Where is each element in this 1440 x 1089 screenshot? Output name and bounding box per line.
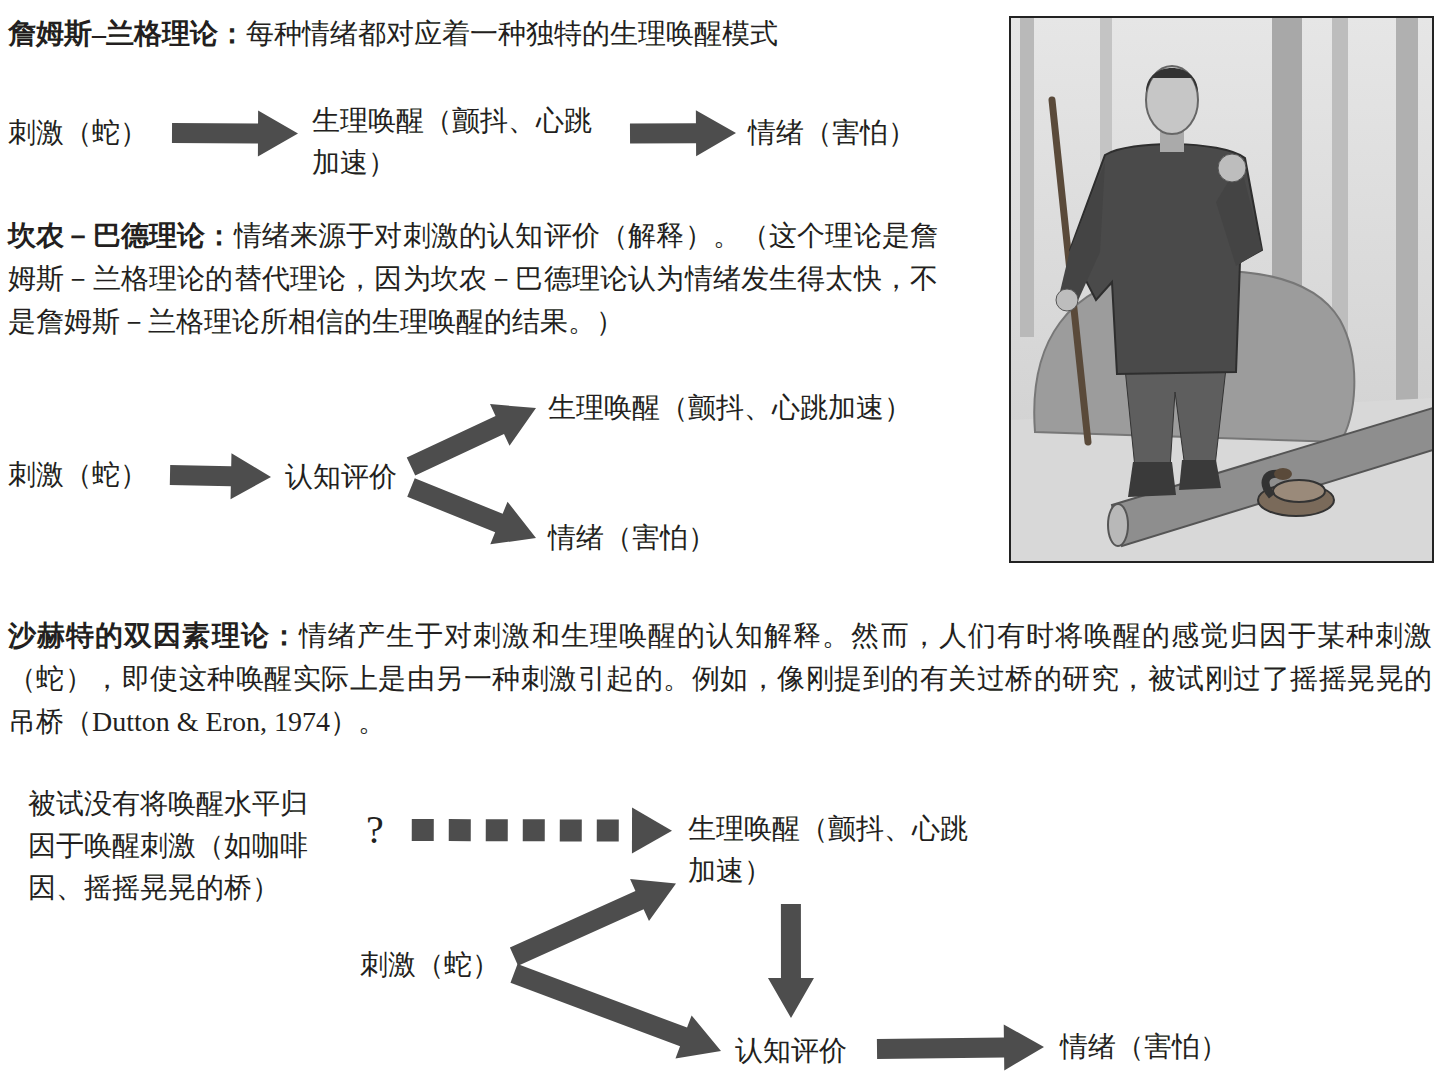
block-arrow bbox=[768, 904, 814, 1018]
block-arrow bbox=[172, 110, 298, 156]
arrow-head bbox=[632, 808, 672, 854]
node-text: 刺激（蛇） bbox=[360, 944, 500, 986]
block-arrow bbox=[407, 404, 536, 475]
hiker-hand bbox=[1056, 289, 1078, 311]
block-arrow bbox=[510, 964, 721, 1058]
stimulus-text: 刺激（蛇） bbox=[8, 454, 148, 496]
node-text: 认知评价 bbox=[735, 1030, 847, 1072]
node-text: 认知评价 bbox=[285, 456, 397, 498]
arrow-body bbox=[877, 1024, 1044, 1070]
theory-paragraph: 沙赫特的双因素理论：情绪产生于对刺激和生理唤醒的认知解释。然而，人们有时将唤醒的… bbox=[8, 614, 1432, 743]
theory-name: 詹姆斯–兰格理论： bbox=[8, 18, 246, 49]
emotion-text: 情绪（害怕） bbox=[748, 112, 916, 154]
arrow-body bbox=[768, 904, 814, 1018]
node-text: 情绪（害怕） bbox=[748, 112, 916, 154]
stimulus-text: 刺激（蛇） bbox=[8, 112, 148, 154]
theory-paragraph: 坎农－巴德理论：情绪来源于对刺激的认知评价（解释）。（这个理论是詹姆斯－兰格理论… bbox=[8, 214, 938, 343]
emotion-text: 情绪（害怕） bbox=[548, 517, 716, 559]
hiker-boot bbox=[1128, 462, 1176, 497]
hiker-fist bbox=[1218, 154, 1246, 182]
tree-trunk bbox=[1020, 17, 1034, 337]
theory-name: 沙赫特的双因素理论： bbox=[8, 620, 299, 651]
hiker-hair bbox=[1146, 68, 1198, 92]
arousal-text: 生理唤醒（颤抖、心跳加速） bbox=[312, 100, 612, 184]
arrow-body bbox=[407, 478, 536, 544]
emotion-text: 情绪（害怕） bbox=[1060, 1026, 1228, 1068]
snake-head bbox=[1274, 468, 1292, 480]
theory-name: 坎农－巴德理论： bbox=[8, 220, 234, 251]
hiker-head bbox=[1146, 66, 1198, 134]
block-arrow bbox=[407, 478, 536, 544]
node-text: 情绪（害怕） bbox=[1060, 1026, 1228, 1068]
arousal-text: 生理唤醒（颤抖、心跳加速） bbox=[688, 808, 988, 892]
node-text: 刺激（蛇） bbox=[8, 454, 148, 496]
arousal-text: 生理唤醒（颤抖、心跳加速） bbox=[548, 387, 912, 429]
arrow-body bbox=[510, 879, 676, 966]
node-text: 刺激（蛇） bbox=[8, 112, 148, 154]
block-arrow bbox=[510, 879, 676, 966]
snake-coil bbox=[1273, 480, 1325, 502]
hiker-boot bbox=[1179, 460, 1221, 490]
question-mark: ? bbox=[366, 806, 384, 854]
node-text: 生理唤醒（颤抖、心跳加速） bbox=[688, 808, 988, 892]
theory-description: 每种情绪都对应着一种独特的生理唤醒模式 bbox=[246, 18, 778, 49]
block-arrow bbox=[630, 110, 736, 156]
scene bbox=[1010, 17, 1433, 562]
arrow-body bbox=[172, 110, 298, 156]
hiker-legs bbox=[1125, 368, 1226, 468]
misattribution-text: 被试没有将唤醒水平归因于唤醒刺激（如咖啡因、摇摇晃晃的桥） bbox=[28, 783, 328, 909]
theory-paragraph: 詹姆斯–兰格理论：每种情绪都对应着一种独特的生理唤醒模式 bbox=[8, 12, 1432, 55]
hiker-arm bbox=[1058, 162, 1105, 305]
stimulus-text: 刺激（蛇） bbox=[360, 944, 500, 986]
dashed-arrow bbox=[412, 808, 672, 854]
arrow-body bbox=[510, 964, 721, 1058]
node-text: 被试没有将唤醒水平归因于唤醒刺激（如咖啡因、摇摇晃晃的桥） bbox=[28, 783, 328, 909]
node-text: 情绪（害怕） bbox=[548, 517, 716, 559]
block-arrow bbox=[170, 453, 271, 499]
dashed-shaft bbox=[412, 819, 632, 842]
illustration-frame bbox=[1010, 17, 1433, 562]
node-text: 生理唤醒（颤抖、心跳加速） bbox=[548, 387, 912, 429]
node-text: ? bbox=[366, 806, 384, 854]
arrow-body bbox=[407, 404, 536, 475]
node-text: 生理唤醒（颤抖、心跳加速） bbox=[312, 100, 612, 184]
log-end bbox=[1108, 504, 1128, 546]
arrow-body bbox=[630, 110, 736, 156]
appraisal-text: 认知评价 bbox=[285, 456, 397, 498]
appraisal-text: 认知评价 bbox=[735, 1030, 847, 1072]
scene-ground bbox=[1010, 17, 1433, 562]
block-arrow bbox=[877, 1024, 1044, 1070]
tree-trunk bbox=[1396, 17, 1418, 457]
arrow-body bbox=[170, 453, 271, 499]
